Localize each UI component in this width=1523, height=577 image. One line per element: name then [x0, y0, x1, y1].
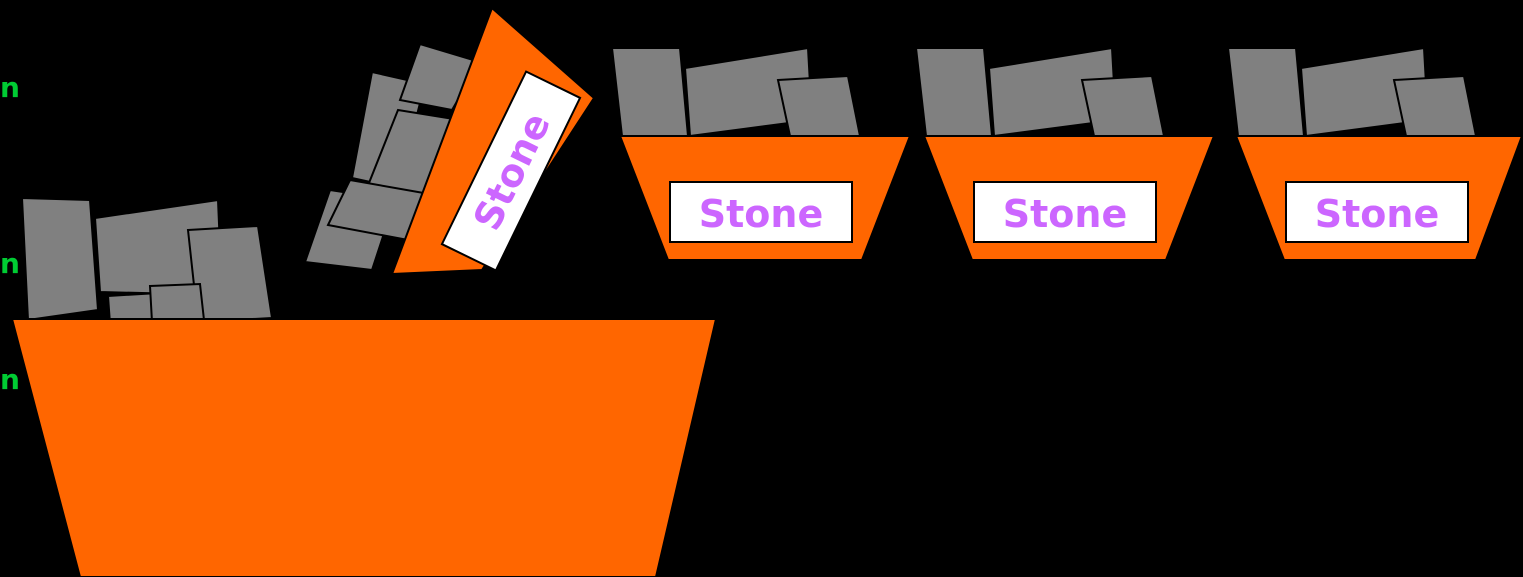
- stone-pile: [20, 196, 274, 326]
- stone-block: [148, 282, 206, 324]
- label-box: [973, 181, 1157, 243]
- stone-block: [776, 74, 862, 137]
- label-box: [669, 181, 853, 243]
- small-stone-crate: Stone: [1226, 46, 1523, 261]
- large-stone-crate: [10, 196, 718, 577]
- crate-label-text: Stone: [1315, 192, 1439, 236]
- crate-body: [10, 318, 718, 577]
- stone-pile: [914, 46, 1166, 138]
- stone-pile: [610, 46, 862, 138]
- small-stone-crate: Stone: [914, 46, 1216, 261]
- stone-block: [20, 196, 100, 322]
- stone-block: [914, 47, 994, 137]
- crate-label-text: Stone: [1003, 192, 1127, 236]
- stone-block: [1392, 74, 1478, 137]
- stone-block: [1080, 74, 1166, 137]
- stone-pile: [1226, 46, 1478, 138]
- crate-label-text: Stone: [699, 192, 823, 236]
- stone-block: [610, 47, 690, 137]
- stone-pile: [303, 42, 482, 272]
- label-box: [1285, 181, 1469, 243]
- stone-block: [1226, 47, 1306, 137]
- tilted-stone-crate: Stone: [303, 6, 596, 276]
- cutoff-text-fragment: n: [0, 74, 20, 104]
- small-stone-crate: Stone: [610, 46, 912, 261]
- label-box: [440, 70, 582, 272]
- cutoff-text-fragment: n: [0, 250, 20, 280]
- cutoff-text-fragment: n.: [0, 366, 22, 396]
